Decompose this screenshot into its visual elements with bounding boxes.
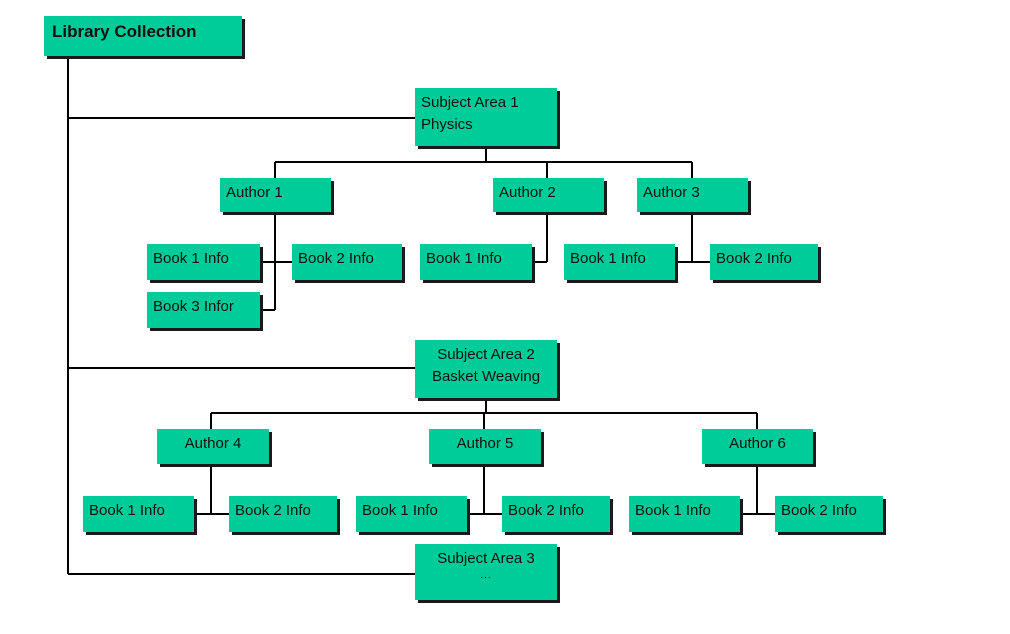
author-4-node: Author 4	[157, 429, 269, 464]
subject-area-2-title: Subject Area 2	[437, 346, 535, 363]
book-node-a5-b2: Book 2 Info	[502, 496, 610, 532]
book-node-a1-b2: Book 2 Info	[292, 244, 402, 280]
book-node-a2-b1: Book 1 Info	[420, 244, 532, 280]
author-3-node: Author 3	[637, 178, 748, 212]
subject-area-2-name: Basket Weaving	[431, 368, 541, 385]
book-label: Book 1 Info	[635, 502, 711, 519]
book-label: Book 2 Info	[235, 502, 311, 519]
book-node-a3-b2: Book 2 Info	[710, 244, 818, 280]
book-label: Book 2 Info	[781, 502, 857, 519]
author-5-label: Author 5	[456, 435, 514, 452]
author-2-label: Author 2	[499, 184, 556, 201]
book-node-a6-b1: Book 1 Info	[629, 496, 740, 532]
book-node-a6-b2: Book 2 Info	[775, 496, 883, 532]
book-label: Book 3 Infor	[153, 298, 234, 315]
book-label: Book 1 Info	[426, 250, 502, 267]
author-6-label: Author 6	[729, 435, 786, 452]
book-label: Book 1 Info	[570, 250, 646, 267]
book-node-a4-b2: Book 2 Info	[229, 496, 337, 532]
book-node-a5-b1: Book 1 Info	[356, 496, 467, 532]
author-1-label: Author 1	[226, 184, 283, 201]
subject-area-2-node: Subject Area 2 Basket Weaving	[415, 340, 557, 398]
root-node: Library Collection	[44, 16, 242, 56]
subject-area-3-ellipsis: ...	[480, 570, 492, 581]
subject-area-3-node: Subject Area 3 ...	[415, 544, 557, 600]
book-node-a4-b1: Book 1 Info	[83, 496, 194, 532]
author-3-label: Author 3	[643, 184, 700, 201]
author-2-node: Author 2	[493, 178, 604, 212]
book-label: Book 1 Info	[362, 502, 438, 519]
author-4-label: Author 4	[184, 435, 242, 452]
book-label: Book 2 Info	[716, 250, 792, 267]
book-node-a1-b3: Book 3 Infor	[147, 292, 260, 328]
book-node-a3-b1: Book 1 Info	[564, 244, 675, 280]
author-6-node: Author 6	[702, 429, 813, 464]
book-label: Book 2 Info	[298, 250, 374, 267]
book-node-a1-b1: Book 1 Info	[147, 244, 260, 280]
author-5-node: Author 5	[429, 429, 541, 464]
subject-area-3-title: Subject Area 3	[437, 550, 535, 567]
author-1-node: Author 1	[220, 178, 331, 212]
book-label: Book 1 Info	[89, 502, 165, 519]
subject-area-1-node: Subject Area 1 Physics	[415, 88, 557, 146]
root-label: Library Collection	[52, 22, 197, 41]
subject-area-1-name: Physics	[421, 116, 473, 133]
book-label: Book 2 Info	[508, 502, 584, 519]
book-label: Book 1 Info	[153, 250, 229, 267]
subject-area-1-title: Subject Area 1	[421, 94, 519, 111]
